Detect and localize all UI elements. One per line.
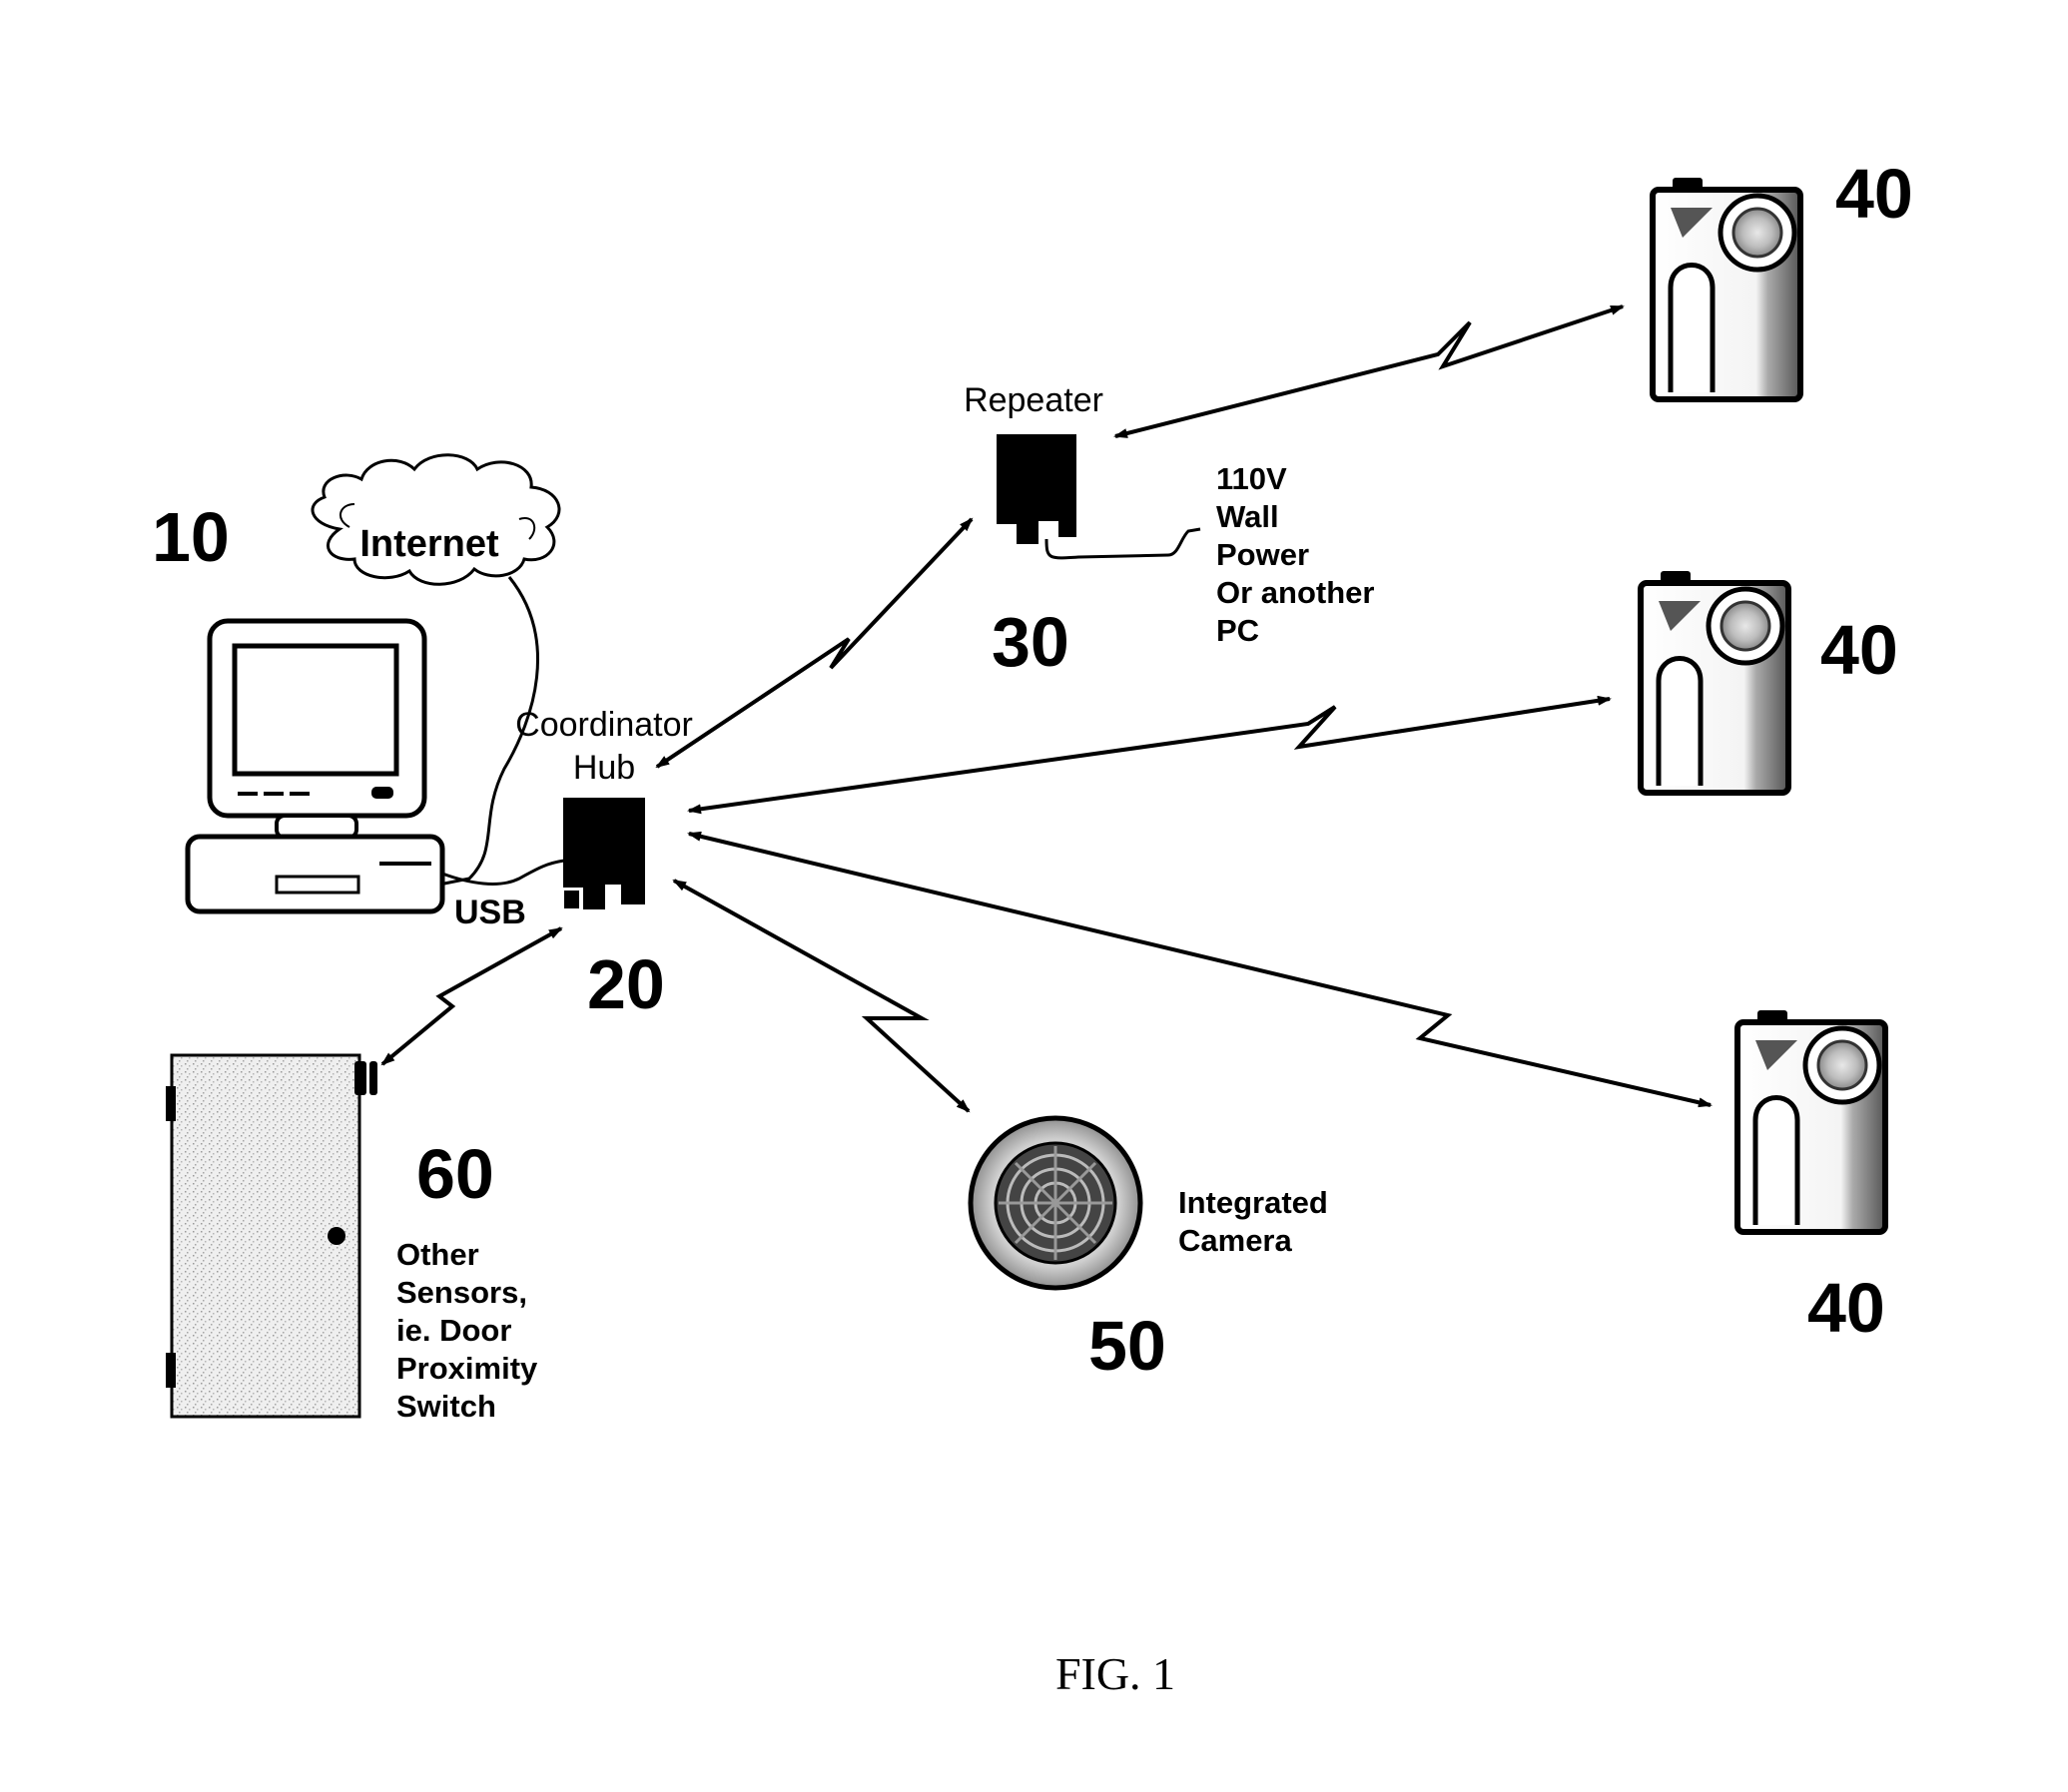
- sensor-line-3: ie. Door: [396, 1313, 511, 1348]
- repeater: [997, 434, 1076, 544]
- coordinator-label-line1: Coordinator: [515, 706, 693, 744]
- ref-number-40-middle: 40: [1820, 611, 1898, 689]
- power-line-3: Power: [1216, 537, 1309, 572]
- camera-bottom: [1737, 1010, 1885, 1232]
- sensor-line-2: Sensors,: [396, 1275, 527, 1310]
- usb-label: USB: [454, 894, 526, 931]
- power-line-1: 110V: [1216, 461, 1287, 496]
- coordinator-label-line2: Hub: [573, 749, 635, 787]
- coordinator-hub: [564, 799, 644, 908]
- internet-cloud: Internet: [313, 455, 559, 585]
- link-hub-repeater: [657, 519, 972, 767]
- power-line-4: Or another: [1216, 575, 1374, 610]
- ref-number-50: 50: [1088, 1307, 1166, 1385]
- camera-middle: [1641, 571, 1788, 793]
- figure-caption: FIG. 1: [1055, 1648, 1175, 1699]
- integrated-camera: [971, 1118, 1140, 1288]
- sensor-line-1: Other: [396, 1237, 479, 1272]
- power-line-2: Wall: [1216, 499, 1279, 534]
- ref-number-10: 10: [152, 498, 230, 576]
- sensor-line-5: Switch: [396, 1389, 496, 1424]
- ref-number-20: 20: [587, 945, 665, 1023]
- integrated-camera-line-1: Integrated: [1178, 1185, 1328, 1220]
- integrated-camera-line-2: Camera: [1178, 1223, 1292, 1258]
- repeater-label: Repeater: [964, 381, 1103, 419]
- camera-top: [1653, 178, 1800, 399]
- ref-number-30: 30: [992, 603, 1069, 681]
- link-hub-integrated-camera: [674, 881, 969, 1111]
- link-hub-door: [382, 928, 561, 1064]
- sensor-line-4: Proximity: [396, 1351, 538, 1386]
- internet-label: Internet: [359, 523, 499, 565]
- power-line-5: PC: [1216, 613, 1259, 648]
- ref-number-40-bottom: 40: [1807, 1269, 1885, 1347]
- link-hub-bottom-camera: [689, 834, 1711, 1105]
- link-hub-middle-camera: [689, 699, 1610, 811]
- computer: [188, 621, 442, 911]
- door-sensor: [166, 1055, 377, 1417]
- link-repeater-top-camera: [1115, 306, 1623, 436]
- ref-number-60: 60: [416, 1135, 494, 1213]
- ref-number-40-top: 40: [1835, 155, 1913, 233]
